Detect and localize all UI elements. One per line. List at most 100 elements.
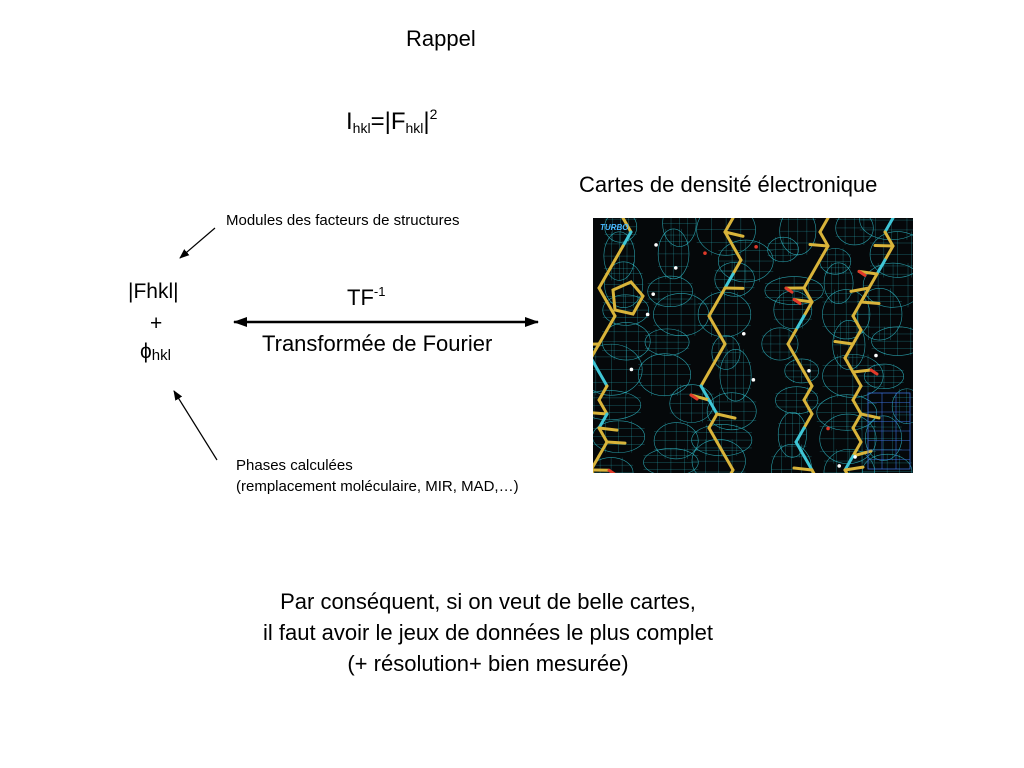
bond-stick <box>699 370 711 388</box>
phi-hkl-text: ϕhkl <box>140 340 171 364</box>
oxygen-stick <box>869 368 879 376</box>
tf-inverse-label: TF-1 <box>347 285 385 311</box>
bond-stick <box>707 426 719 444</box>
bond-stick <box>731 244 743 262</box>
tf-text: TF <box>347 285 374 310</box>
bond-stick <box>593 342 601 358</box>
bond-stick <box>810 258 822 276</box>
bond-stick <box>621 218 633 234</box>
bond-stick <box>597 370 609 388</box>
atom-dot <box>751 378 756 382</box>
bond-stick <box>851 370 863 388</box>
bond-stick <box>843 468 849 473</box>
fhkl-text: |Fhkl| <box>128 280 179 303</box>
atom-dot <box>741 331 746 336</box>
bond-stick <box>715 342 727 360</box>
bond-stick <box>802 370 814 388</box>
side-chain-stick <box>851 368 873 374</box>
slide-title: Rappel <box>406 26 476 51</box>
bond-stick <box>723 272 735 290</box>
side-grid <box>867 392 911 470</box>
conclusion-line1: Par conséquent, si on veut de belle cart… <box>280 589 696 614</box>
bond-stick <box>597 286 609 304</box>
bond-stick <box>851 412 863 430</box>
bond-stick <box>875 258 887 276</box>
formula-bar: | <box>423 108 430 135</box>
side-chain-stick <box>808 243 830 248</box>
bond-stick <box>597 384 609 402</box>
phases-arrow <box>173 390 218 461</box>
bond-stick <box>802 412 814 430</box>
bond-stick <box>794 426 806 444</box>
bond-stick <box>786 328 798 346</box>
bond-stick <box>859 286 871 304</box>
bond-stick <box>810 468 816 473</box>
bond-stick <box>729 468 735 473</box>
bond-stick <box>802 384 814 402</box>
side-chain-stick <box>593 411 609 416</box>
oxygen-stick <box>784 286 794 294</box>
density-mesh <box>593 218 913 473</box>
bond-stick <box>818 230 830 248</box>
bond-stick <box>731 258 743 276</box>
phases-label-line1: Phases calculées <box>236 457 353 474</box>
formula-sub-hkl-2: hkl <box>405 120 424 136</box>
bond-stick <box>883 244 895 262</box>
bond-stick <box>707 300 719 318</box>
atom-dot <box>651 292 656 296</box>
bond-stick <box>786 342 798 360</box>
bond-stick <box>593 358 601 374</box>
atom-dot <box>853 455 857 459</box>
phi-sub-hkl: hkl <box>151 347 171 364</box>
side-chain-stick <box>859 300 881 306</box>
atom-dot <box>654 243 658 247</box>
electron-density-map: TURBO <box>593 218 913 473</box>
turbo-logo: TURBO <box>600 223 629 232</box>
oxygen-stick <box>857 269 867 277</box>
bond-stick <box>699 384 711 402</box>
bond-stick <box>715 328 727 346</box>
mesh-contour <box>657 228 690 280</box>
bond-stick <box>723 454 735 472</box>
bond-stick <box>707 412 719 430</box>
formula-i: I <box>346 108 353 135</box>
bond-stick <box>851 398 863 416</box>
intensity-formula: Ihkl=|Fhkl|2 <box>346 106 438 136</box>
bond-stick <box>794 314 806 332</box>
phases-label-line2: (remplacement moléculaire, MIR, MAD,…) <box>236 478 519 495</box>
bond-stick <box>843 356 855 374</box>
bond-stick <box>802 300 814 318</box>
formula-sup-2: 2 <box>429 106 438 122</box>
bond-stick <box>818 218 830 234</box>
bond-stick <box>843 454 855 472</box>
bond-stick <box>715 440 727 458</box>
bond-stick <box>802 398 814 416</box>
bond-stick <box>605 300 617 318</box>
ring-stick <box>611 280 645 316</box>
bond-stick <box>707 314 719 332</box>
atom-dot <box>673 266 678 270</box>
bond-stick <box>867 272 879 290</box>
side-chain-stick <box>843 465 865 472</box>
bond-stick <box>843 342 855 360</box>
bond-stick <box>723 230 735 248</box>
side-chain-stick <box>792 466 814 472</box>
bond-stick <box>883 218 895 234</box>
conclusion-line2: il faut avoir le jeux de données le plus… <box>262 620 714 645</box>
tf-sup: -1 <box>373 284 386 299</box>
conclusion-text: Par conséquent, si on veut de belle cart… <box>0 586 976 679</box>
bond-stick <box>597 426 609 444</box>
atom-dot <box>807 368 811 373</box>
side-chain-stick <box>849 286 871 293</box>
atom-dot <box>645 312 650 317</box>
bond-stick <box>593 454 601 470</box>
density-map-title: Cartes de densité électronique <box>579 172 878 197</box>
atom-dot <box>754 245 758 249</box>
side-chain-stick <box>715 412 737 420</box>
density-map-graphic: TURBO <box>593 218 913 473</box>
bond-stick <box>802 454 814 472</box>
oxygen-stick <box>607 468 616 473</box>
bond-stick <box>605 258 617 276</box>
bond-stick <box>605 314 617 332</box>
